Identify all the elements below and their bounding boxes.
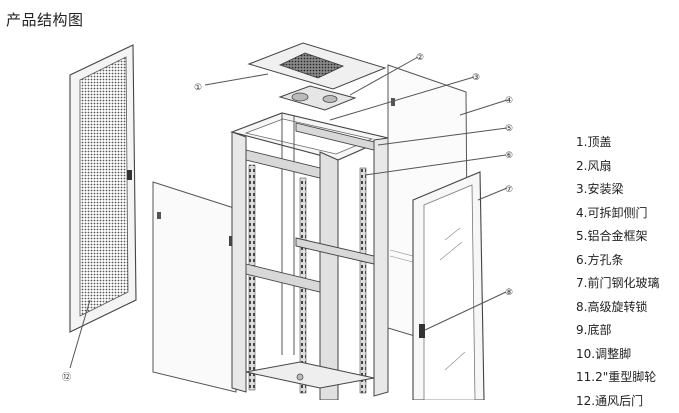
callout-4: ④ bbox=[505, 96, 513, 106]
callout-6: ⑥ bbox=[505, 151, 513, 161]
front-glass-door-left bbox=[153, 182, 236, 392]
parts-legend: 1.顶盖 2.风扇 3.安装梁 4.可拆卸侧门 5.铝合金框架 6.方孔条 7.… bbox=[576, 131, 659, 413]
legend-item: 8.高级旋转锁 bbox=[576, 296, 659, 320]
callout-2: ② bbox=[416, 53, 424, 63]
front-tempered-glass-door bbox=[413, 172, 484, 400]
fan-unit bbox=[280, 86, 355, 110]
legend-item: 3.安装梁 bbox=[576, 178, 659, 202]
top-cover bbox=[249, 43, 385, 89]
callout-8: ⑧ bbox=[505, 288, 513, 298]
rear-ventilated-door bbox=[70, 45, 136, 332]
legend-item: 9.底部 bbox=[576, 319, 659, 343]
callout-1: ① bbox=[194, 83, 202, 93]
callout-12: ⑫ bbox=[62, 372, 71, 383]
legend-item: 2.风扇 bbox=[576, 155, 659, 179]
legend-item: 6.方孔条 bbox=[576, 249, 659, 273]
legend-item: 4.可拆卸侧门 bbox=[576, 202, 659, 226]
callout-7: ⑦ bbox=[505, 185, 513, 195]
callout-5: ⑤ bbox=[505, 124, 513, 134]
legend-item: 11.2"重型脚轮 bbox=[576, 366, 659, 390]
legend-item: 12.通风后门 bbox=[576, 390, 659, 413]
callout-3: ③ bbox=[472, 73, 480, 83]
legend-item: 1.顶盖 bbox=[576, 131, 659, 155]
main-frame bbox=[232, 113, 388, 400]
legend-item: 5.铝合金框架 bbox=[576, 225, 659, 249]
legend-item: 7.前门钢化玻璃 bbox=[576, 272, 659, 296]
legend-item: 10.调整脚 bbox=[576, 343, 659, 367]
